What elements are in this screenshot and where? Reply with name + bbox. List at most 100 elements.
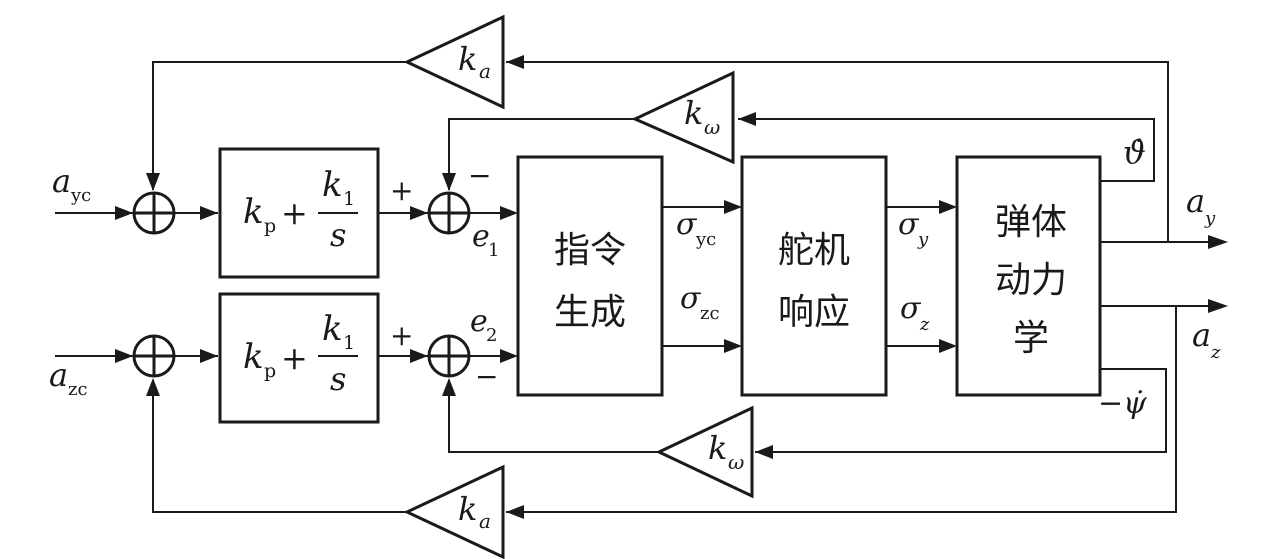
wire-psidot-feedback: [755, 368, 1167, 453]
arrow-into-kw-top: [738, 112, 756, 126]
svg-text:k: k: [322, 165, 343, 205]
command-generation-block: 指令 生成: [516, 155, 664, 397]
label-ayc: a: [52, 162, 71, 200]
arrow-up-sum2: [146, 378, 160, 396]
wires: [55, 61, 1222, 513]
summing-junction-4: [427, 334, 471, 378]
svg-text:k: k: [458, 490, 477, 528]
svg-text:2: 2: [486, 325, 497, 346]
wire-ay-feedback: [506, 61, 1169, 242]
arrowheads: [115, 55, 1228, 519]
wire-az-feedback: [506, 306, 1177, 513]
signal-labels: a yc a zc a y a z + − + − e 1 e 2 σ yc σ…: [49, 133, 1221, 421]
svg-text:s: s: [330, 360, 346, 398]
actuator-response-block: 舵机 响应: [740, 155, 888, 397]
arrow-down-sum1: [146, 173, 160, 191]
svg-text:zc: zc: [68, 379, 88, 400]
arrow-into-pi2: [200, 349, 218, 363]
svg-text:s: s: [330, 216, 346, 254]
label-az: a: [1192, 316, 1211, 354]
svg-text:指令: 指令: [554, 230, 626, 271]
svg-text:y: y: [917, 229, 929, 250]
gain-ka-top: k a: [403, 14, 505, 110]
svg-text:弹体: 弹体: [995, 202, 1067, 243]
gain-kw-top: k ω: [631, 70, 735, 165]
svg-text:k: k: [684, 94, 703, 132]
svg-text:生成: 生成: [554, 292, 626, 333]
svg-text:z: z: [919, 314, 930, 335]
wire-ka-to-sum2: [152, 380, 407, 513]
svg-text:k: k: [708, 429, 727, 467]
svg-text:a: a: [479, 509, 491, 533]
sign-plus-bottom: +: [390, 319, 413, 352]
label-e1: e: [472, 219, 490, 254]
svg-text:学: 学: [1013, 318, 1049, 359]
svg-text:1: 1: [343, 188, 355, 210]
label-azc: a: [49, 356, 68, 394]
label-sigma-yc: σ: [676, 207, 698, 242]
arrow-down-sum3: [442, 173, 456, 191]
arrow-into-ka-top: [506, 55, 524, 69]
svg-text:1: 1: [343, 332, 355, 354]
sign-minus-bottom: −: [475, 360, 498, 393]
svg-text:p: p: [264, 215, 276, 237]
arrow-into-command1: [500, 206, 518, 220]
svg-text:a: a: [479, 59, 491, 83]
gain-ka-bottom: k a: [403, 464, 505, 559]
svg-text:yc: yc: [70, 185, 91, 206]
svg-text:+: +: [281, 194, 308, 232]
svg-text:ω: ω: [704, 115, 720, 139]
svg-text:p: p: [264, 360, 276, 382]
wire-kw-to-sum4: [448, 380, 659, 453]
pi-controller-top: k p + k 1 s: [218, 147, 380, 279]
arrow-into-sum3: [410, 206, 428, 220]
gain-kw-bottom: k ω: [655, 405, 754, 499]
arrow-up-sum4: [442, 378, 456, 396]
arrow-into-sum2: [115, 349, 133, 363]
arrow-into-ka-bottom: [506, 505, 524, 519]
svg-text:舵机: 舵机: [778, 230, 850, 271]
svg-text:k: k: [243, 337, 264, 377]
arrow-into-kw-bottom: [755, 445, 773, 459]
summing-junction-2: [132, 334, 176, 378]
svg-text:+: +: [281, 339, 308, 377]
arrow-into-sum1: [115, 206, 133, 220]
arrow-into-dynamics2: [939, 339, 957, 353]
sign-plus-top: +: [390, 174, 413, 207]
arrow-into-sum4: [410, 349, 428, 363]
label-sigma-zc: σ: [680, 281, 702, 316]
pi-controller-bottom: k p + k 1 s: [218, 292, 380, 424]
summing-junction-3: [427, 191, 471, 235]
svg-text:k: k: [322, 309, 343, 349]
sign-minus-top: −: [468, 159, 491, 192]
summing-junction-1: [132, 191, 176, 235]
arrow-into-actuator1: [724, 200, 742, 214]
svg-text:动力: 动力: [995, 260, 1067, 301]
label-neg-psi-dot: −ψ̇: [1098, 386, 1147, 421]
arrow-az-out: [1208, 299, 1228, 313]
wire-thetadot-feedback: [738, 118, 1155, 182]
label-ay: a: [1186, 182, 1205, 220]
svg-text:zc: zc: [700, 303, 720, 324]
label-sigma-y: σ: [898, 207, 920, 242]
arrow-into-dynamics1: [939, 200, 957, 214]
wire-ka-to-sum1: [152, 61, 407, 190]
wire-kw-to-sum3: [448, 118, 635, 190]
label-sigma-z: σ: [900, 291, 922, 326]
svg-text:1: 1: [488, 240, 499, 261]
arrow-into-actuator2: [724, 339, 742, 353]
svg-text:y: y: [1204, 208, 1216, 229]
svg-text:响应: 响应: [778, 292, 850, 333]
arrow-into-command2: [500, 349, 518, 363]
svg-text:ω: ω: [728, 450, 744, 474]
label-theta-dot: ϑ̇: [1123, 133, 1146, 171]
svg-text:z: z: [1210, 342, 1221, 363]
svg-text:k: k: [458, 40, 477, 78]
svg-text:k: k: [243, 192, 264, 232]
airframe-dynamics-block: 弹体 动力 学: [955, 155, 1102, 397]
arrow-ay-out: [1208, 235, 1228, 249]
label-e2: e: [470, 304, 488, 339]
arrow-into-pi1: [200, 206, 218, 220]
svg-text:yc: yc: [695, 229, 716, 250]
